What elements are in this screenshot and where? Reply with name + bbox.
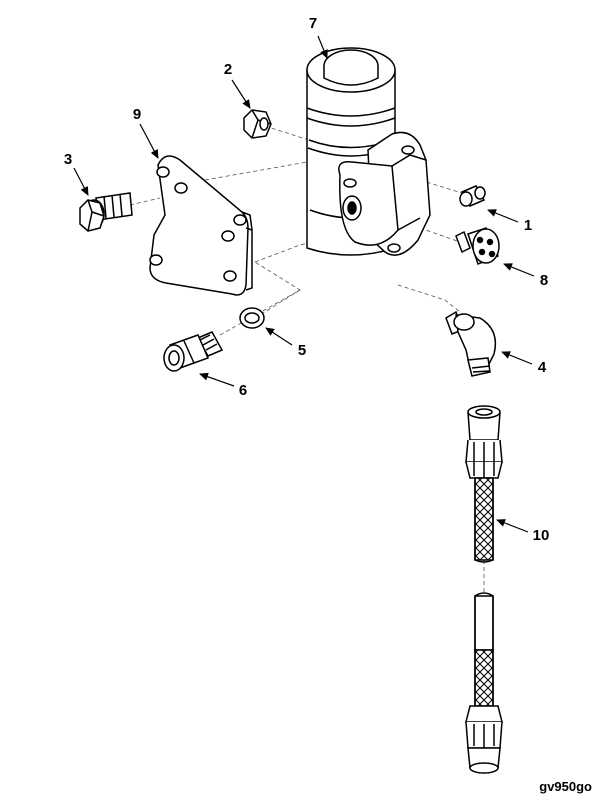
hex-nut	[243, 109, 272, 139]
flange-bolt	[79, 192, 133, 232]
callout-5: 5	[298, 342, 306, 359]
callout-7: 7	[309, 15, 317, 32]
callout-2: 2	[224, 61, 232, 78]
adapter-fitting	[163, 331, 224, 372]
elbow-fitting	[445, 310, 497, 377]
callout-1: 1	[524, 217, 532, 234]
callout-8: 8	[540, 272, 548, 289]
callout-leaders	[73, 35, 535, 533]
cylinder-mount-flange	[338, 131, 431, 256]
figure-id-label: gv950go	[539, 779, 592, 794]
callout-9: 9	[133, 106, 141, 123]
callout-3: 3	[64, 151, 72, 168]
callout-4: 4	[538, 359, 547, 376]
hose-assembly-lower	[465, 592, 503, 774]
pipe-plug	[459, 185, 486, 207]
callout-6: 6	[239, 382, 247, 399]
o-ring-washer	[239, 307, 265, 329]
callout-10: 10	[533, 527, 550, 544]
mounting-bracket	[149, 155, 253, 296]
sensor-connector	[455, 227, 500, 265]
hose-assembly-upper	[465, 405, 503, 563]
